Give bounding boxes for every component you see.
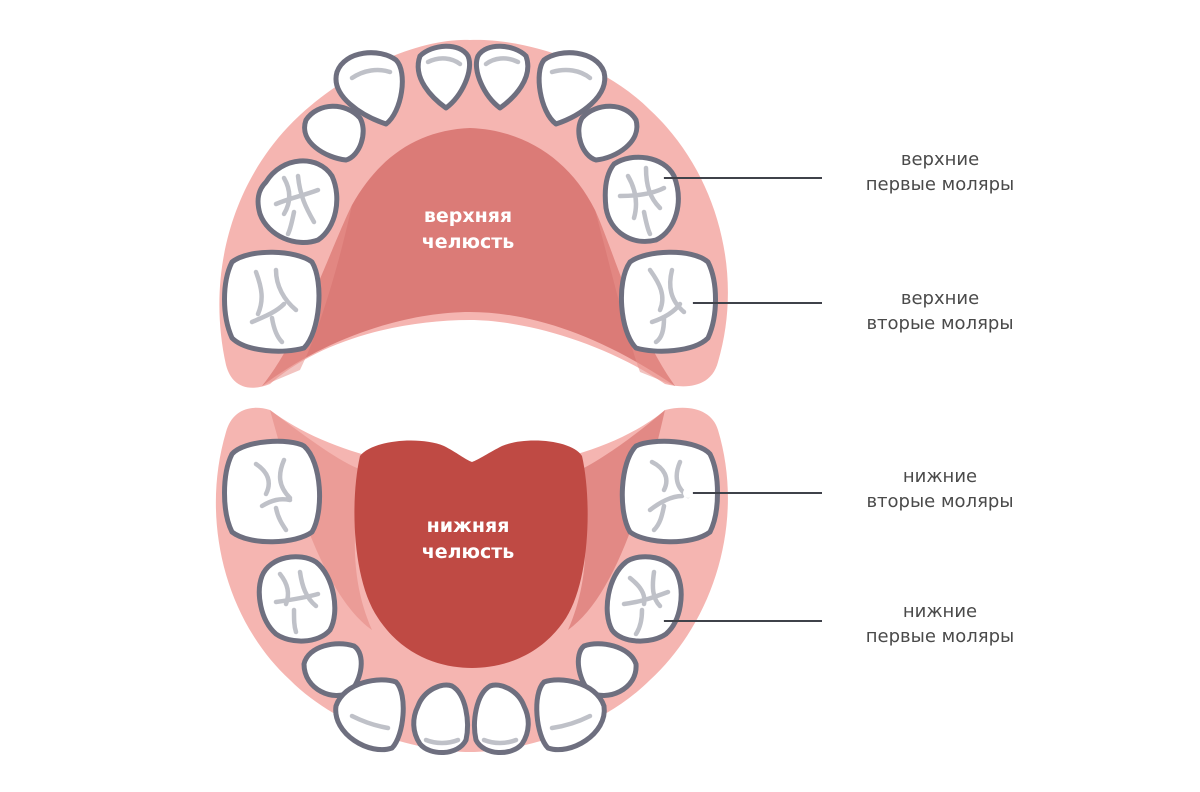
lower-incisor-groove xyxy=(481,737,519,746)
lower-lateral-incisor-groove xyxy=(349,713,391,731)
callout-label-line1: нижние xyxy=(903,466,977,487)
upper-first-molar-groove xyxy=(617,165,667,237)
callout-label-line2: вторые моляры xyxy=(866,313,1013,334)
upper-jaw xyxy=(219,39,728,388)
upper-canine-tooth xyxy=(576,103,640,163)
upper-incisor-groove xyxy=(425,56,463,67)
lower-jaw xyxy=(215,407,728,755)
lower-jaw-label-line1: нижняя xyxy=(427,515,510,537)
lower-second-molar-groove xyxy=(253,457,293,533)
upper-palate-edge xyxy=(262,205,352,386)
lower-lateral-incisor-tooth xyxy=(534,677,607,753)
upper-jaw-label-line1: верхняя xyxy=(424,205,512,227)
lower-first-molar-groove xyxy=(621,569,671,637)
upper-jaw-label-line2: челюсть xyxy=(422,231,515,253)
lower-incisor-tooth xyxy=(411,682,470,755)
callout-upper-second-molars: верхние вторые моляры xyxy=(683,288,1014,334)
lower-canine-tooth xyxy=(301,641,364,698)
lower-jaw-label-line2: челюсть xyxy=(422,541,515,563)
callout-dot xyxy=(654,616,664,626)
upper-lateral-incisor-groove xyxy=(349,67,393,81)
callout-label-line2: вторые моляры xyxy=(866,491,1013,512)
callout-label-line1: нижние xyxy=(903,601,977,622)
upper-second-molar-groove xyxy=(249,267,299,345)
lower-first-molar-groove xyxy=(273,569,321,635)
upper-palate-edge-right xyxy=(595,210,675,386)
upper-first-molar-groove xyxy=(273,173,321,237)
lower-incisor-tooth xyxy=(472,682,531,755)
lower-incisor-groove xyxy=(423,737,461,746)
callout-label-line1: верхние xyxy=(901,149,979,170)
lower-second-molar-tooth xyxy=(619,438,720,545)
upper-first-molar-tooth xyxy=(602,154,681,244)
upper-second-molar-tooth xyxy=(618,249,718,354)
callout-label-line2: первые моляры xyxy=(866,174,1014,195)
callout-lower-second-molars: нижние вторые моляры xyxy=(683,466,1014,512)
lower-lateral-incisor-tooth xyxy=(333,677,406,753)
upper-jaw-label: верхняя челюсть xyxy=(422,205,515,253)
callout-lower-first-molars: нижние первые моляры xyxy=(654,601,1014,647)
lower-second-molar-tooth xyxy=(222,438,323,545)
lower-jaw-label: нижняя челюсть xyxy=(422,515,515,563)
lower-canine-tooth xyxy=(575,641,639,698)
lower-lateral-incisor-groove xyxy=(549,713,593,731)
callout-upper-first-molars: верхние первые моляры xyxy=(654,149,1014,195)
callout-dot xyxy=(683,488,693,498)
upper-first-molar-tooth xyxy=(255,158,340,245)
upper-lateral-incisor-groove xyxy=(549,67,593,81)
tongue xyxy=(354,440,588,668)
upper-second-molar-groove xyxy=(647,267,687,345)
lower-second-molar-groove xyxy=(647,459,691,533)
upper-palate xyxy=(262,128,675,386)
callout-dot xyxy=(654,173,664,183)
callout-dot xyxy=(683,298,693,308)
upper-canine-tooth xyxy=(302,103,366,163)
upper-second-molar-tooth xyxy=(222,249,322,354)
upper-incisor-groove xyxy=(483,56,521,67)
callout-label-line2: первые моляры xyxy=(866,626,1014,647)
callout-label-line1: верхние xyxy=(901,288,979,309)
